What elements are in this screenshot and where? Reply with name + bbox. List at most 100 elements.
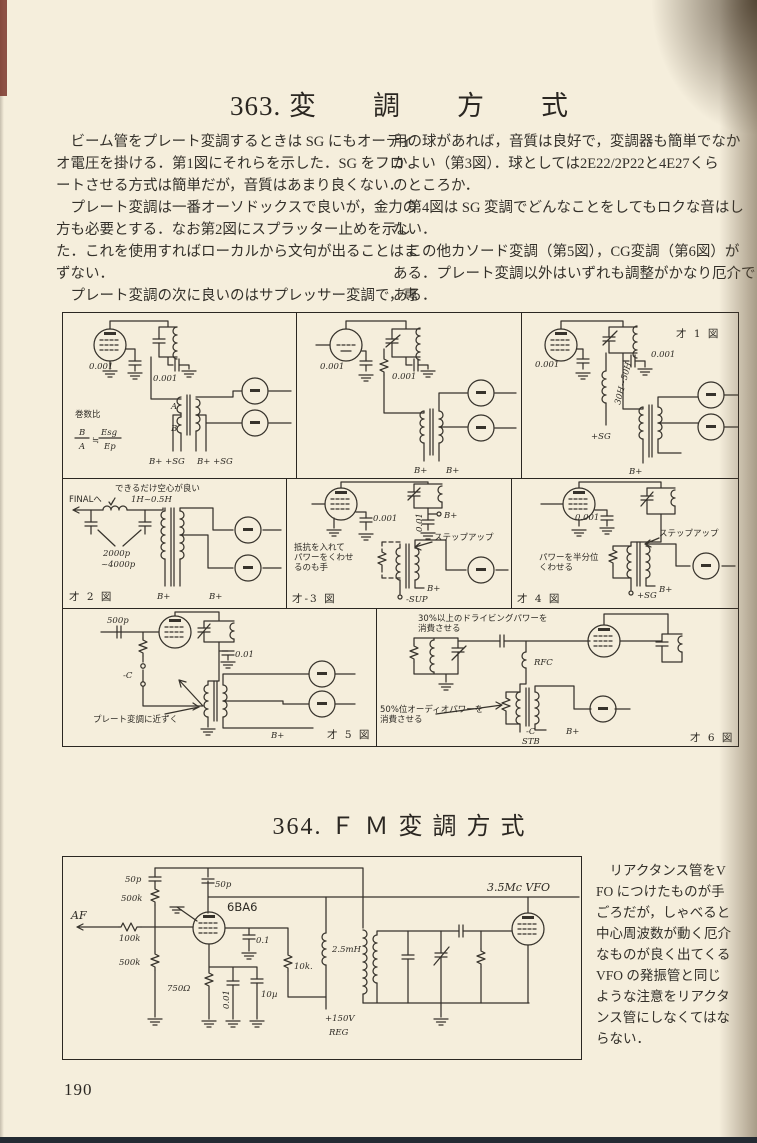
label-note1: 抵抗を入れて <box>294 542 345 553</box>
vacuum-tube-icon <box>511 912 545 946</box>
text-line: 方も必要とする．なお第2図にスプラッター止めを示し <box>56 222 411 238</box>
figure-1-left-schematic: 0.001 0.001 A B 巻数比 B A ≒ Esg Ep B+ +SG … <box>74 320 292 467</box>
label-10uf: 10µ <box>261 990 278 1000</box>
text-line: この他カソード変調（第5図），CG変調（第6図）が <box>393 244 740 260</box>
ground-icon <box>433 1018 449 1026</box>
label-note: プレート変調に近ずく <box>93 714 178 725</box>
figure-2-schematic: FINALへ できるだけ空心が良い 1H~0.5H 2000p ~4000p B… <box>69 483 282 603</box>
ratio-esg: Esg <box>100 428 118 438</box>
ratio-numerator: B <box>78 428 85 438</box>
ground-icon <box>438 683 454 691</box>
figure-1-caption: 才 1 図 <box>676 327 720 340</box>
figure-6-caption: 才 6 図 <box>690 731 734 744</box>
label-100k: 100k <box>119 934 140 944</box>
figure-1-middle-schematic: 0.001 0.001 B+ B+ <box>315 320 517 476</box>
label-note2: くわせる <box>539 563 573 573</box>
label-2p5mh: 2.5mH <box>331 945 362 955</box>
label-note1: できるだけ空心が良い <box>115 483 200 494</box>
ratio-ep: Ep <box>103 442 116 452</box>
label-sg: +SG <box>591 432 611 442</box>
label-cap1: 0.001 <box>320 362 344 372</box>
label-note1: パワーを半分位 <box>539 552 599 563</box>
vacuum-tube-icon <box>697 381 725 409</box>
ratio-approx: ≒ <box>92 436 99 446</box>
label-bias: -C <box>526 727 536 737</box>
text-line: VFO の発振管と同じ <box>596 968 721 983</box>
label-note1: 30%以上のドライビングパワーを <box>418 613 547 624</box>
ground-icon <box>637 368 653 376</box>
label-10k: 10k. <box>294 962 313 972</box>
label-cap2: 0.001 <box>153 374 177 384</box>
ground-icon <box>575 372 591 380</box>
label-cap1: 0.001 <box>89 362 113 372</box>
text-line: 第4図は SG 変調でどんなことをしてもロクな音はし <box>393 200 744 216</box>
bottom-edge-bar <box>0 1137 757 1143</box>
label-bplus: B+ <box>156 592 170 602</box>
label-cap1: 2000p <box>102 549 131 559</box>
vacuum-tube-icon <box>467 556 495 584</box>
ground-icon <box>571 529 587 537</box>
text-line: ない． <box>393 222 437 238</box>
section-364-right-column: リアクタンス管をV FO につけたものが手 ごろだが，しゃべると 中心周波数が動… <box>596 860 756 1049</box>
label-bplus: B+ <box>565 727 579 737</box>
figure-2-caption: 才 2 図 <box>69 590 113 603</box>
label-sup: -SUP <box>406 595 428 605</box>
text-line: らない． <box>596 1031 650 1046</box>
text-line: ある．プレート変調以外はいずれも調整がかなり厄介で <box>393 266 756 282</box>
fm-modulator-schematic: 50p 50p 500k AF 100k 500k 6BA6 0.1 10k. … <box>70 867 580 1038</box>
text-line: プレート変調の次に良いのはサプレッサー変調で，専 <box>56 288 418 304</box>
figure-1-right-schematic: 0.001 0.001 30H~50H +SG B+ 才 1 図 <box>535 320 738 477</box>
ground-icon <box>358 533 374 541</box>
label-cap1: 0.001 <box>535 360 559 370</box>
label-note2: 1H~0.5H <box>131 495 172 505</box>
figure-grid-line <box>521 313 523 478</box>
text-line: た．これを使用すればローカルから文句が出ることはま <box>56 244 419 260</box>
label-note3: るのも手 <box>294 562 329 573</box>
ground-icon <box>420 532 436 540</box>
vacuum-tube-icon <box>241 377 269 405</box>
figure-5-schematic: 500p 0.01 -C プレート変調に近ずく B+ 才 5 図 <box>93 611 369 741</box>
ground-icon <box>127 372 143 380</box>
label-cap1: 500p <box>107 616 129 626</box>
label-winding-b: B <box>170 424 177 434</box>
label-note3: 50%位オーディオパワーを <box>380 704 483 715</box>
vacuum-tube-icon <box>93 328 127 362</box>
label-cap1: 0.001 <box>373 514 397 524</box>
figure-grid-line <box>63 478 738 480</box>
label-bplus: B+ <box>426 584 440 594</box>
ratio-denominator: A <box>78 442 85 452</box>
figure-box-364: 50p 50p 500k AF 100k 500k 6BA6 0.1 10k. … <box>62 856 582 1060</box>
text-line: かよい（第3図）．球としては2E22/2P22と4E27くら <box>393 156 719 172</box>
label-bplus: B+ <box>445 466 459 476</box>
label-choke: 30H~50H <box>613 361 634 406</box>
ground-icon <box>420 370 436 378</box>
ground-icon <box>147 1018 163 1026</box>
label-stb: STB <box>522 737 540 746</box>
label-bplus: B+ <box>628 467 642 477</box>
label-stepup: ステップアップ <box>434 533 494 543</box>
label-0p01: 0.01 <box>222 990 232 1009</box>
label-750ohm: 750Ω <box>167 984 190 994</box>
ground-icon <box>181 370 197 378</box>
label-50p-1: 50p <box>125 875 142 885</box>
text-line: FO につけたものが手 <box>596 884 725 899</box>
section-364-title: 364. Ｆ Ｍ 変 調 方 式 <box>272 814 527 840</box>
label-sg: +SG <box>637 591 657 601</box>
label-cap2: 0.001 <box>392 372 416 382</box>
ground-icon <box>220 661 236 669</box>
label-supply: B+ +SG <box>196 457 233 467</box>
label-bplus: B+ <box>658 585 672 595</box>
label-bias: -C <box>123 671 133 681</box>
figure-grid-line <box>286 478 288 608</box>
figure-grid-line <box>296 313 298 478</box>
text-line: ある． <box>393 288 437 304</box>
label-cap2: ~4000p <box>101 560 136 570</box>
figure-grid-line <box>511 478 513 608</box>
text-line: のところか． <box>393 178 480 194</box>
ground-icon <box>241 952 257 960</box>
vacuum-tube-icon <box>308 660 336 688</box>
left-edge-shadow <box>0 0 4 1143</box>
label-bplus: B+ <box>413 466 427 476</box>
figure-3-caption: 才-3 図 <box>292 592 337 605</box>
vacuum-tube-icon <box>587 624 621 658</box>
